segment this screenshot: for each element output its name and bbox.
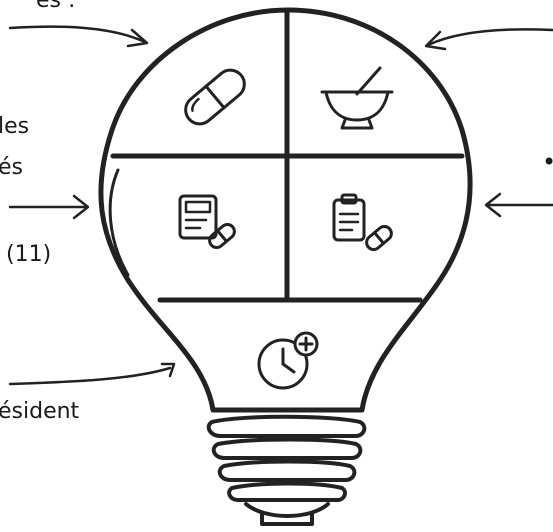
clock-plus-icon (257, 331, 319, 390)
arrow-top-right (424, 28, 553, 51)
arrow-middle-right (484, 192, 553, 218)
label-bottom-left-fragment: ésident (0, 399, 80, 424)
bulb-dividers (110, 9, 465, 303)
arrow-bottom-left (8, 362, 176, 386)
mortar-pestle-icon (320, 66, 394, 130)
label-left-line-2: és (0, 155, 23, 180)
label-left-count: (11) (6, 242, 52, 267)
pill-dispenser-icon (178, 194, 236, 249)
arrow-middle-left (8, 194, 90, 220)
clipboard-pill-icon (332, 193, 393, 251)
bulb-base (206, 408, 367, 526)
capsule-icon (184, 68, 246, 126)
label-left-line-1: les (0, 114, 30, 139)
label-top-left-fragment: es : (36, 0, 76, 13)
right-bullet: • (542, 150, 553, 174)
arrow-top-left (8, 25, 149, 48)
